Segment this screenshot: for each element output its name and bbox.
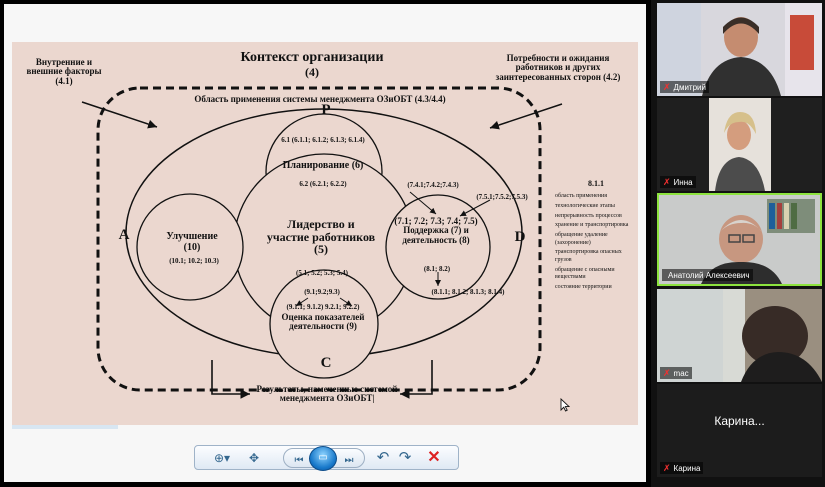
participant-tile[interactable]: Карина... ✗Карина xyxy=(657,384,822,477)
participant-video xyxy=(657,3,822,96)
evaluation-title: Оценка показателей деятельности (9) xyxy=(281,312,365,332)
letter-d: D xyxy=(514,229,526,245)
context-box xyxy=(96,86,542,392)
side-note-item: непрерывность процессов xyxy=(555,212,622,219)
support-reference-1: (7.4.1;7.4.2;7.4.3) xyxy=(407,181,459,189)
muted-mic-icon: ✗ xyxy=(663,177,671,187)
side-note-item: обращение удаление (захоронение) xyxy=(555,231,608,246)
improvement-reference: (10.1; 10.2; 10.3) xyxy=(169,257,219,265)
participant-name: ✗Карина xyxy=(660,462,704,474)
arrow-needs xyxy=(489,103,563,130)
participant-center-name: Карина... xyxy=(714,414,765,428)
arrow-internal xyxy=(81,101,158,129)
arrow-eval-left xyxy=(295,297,309,307)
muted-mic-icon: ✗ xyxy=(663,463,671,473)
muted-mic-icon: ✗ xyxy=(663,368,671,378)
support-reference-4: (8.1.1; 8.1.2; 8.1.3; 8.1.4) xyxy=(431,288,505,296)
participants-panel: ✗Дмитрий ✗Инна Анатолий Алексеевич xyxy=(651,0,825,487)
improvement-circle xyxy=(136,193,244,301)
next-button[interactable]: ⏭ xyxy=(344,455,354,466)
leadership-reference: (5.1; 5.2; 5.3; 5.4) xyxy=(296,269,348,277)
rotate-left-button[interactable]: ↶ xyxy=(376,449,390,466)
planning-subreference: 6.2 (6.2.1; 6.2.2) xyxy=(299,180,347,188)
context-number: (4) xyxy=(305,65,319,79)
slide-image: Контекст организации (4) Внутренние и вн… xyxy=(12,42,638,425)
letter-c: C xyxy=(320,355,332,371)
participant-name: ✗Инна xyxy=(660,176,696,188)
letter-a: A xyxy=(118,227,130,243)
rotate-right-button[interactable]: ↷ xyxy=(398,449,412,466)
participant-tile[interactable]: ✗Инна xyxy=(657,98,822,191)
participant-tile-active[interactable]: Анатолий Алексеевич xyxy=(657,193,822,286)
participant-tile[interactable]: ✗mac xyxy=(657,289,822,382)
side-note-item: область применения xyxy=(555,193,608,200)
slideshow-button[interactable]: ▭ xyxy=(309,446,337,471)
side-note-item: обращение с опасными веществами xyxy=(555,266,615,281)
side-note-item: хранение и транспортировка xyxy=(555,222,629,229)
fit-to-window-button[interactable]: ✥ xyxy=(248,451,260,465)
leadership-title: Лидерство и участие работников (5) xyxy=(266,217,376,257)
improvement-title: Улучшение (10) xyxy=(166,231,218,253)
evaluation-reference-2: (9.1.1; 9.1.2) 9.2.1; 9.2.2) xyxy=(286,303,360,311)
arrow-eval-right xyxy=(339,297,353,307)
evaluation-circle xyxy=(269,269,379,379)
context-title: Контекст организации xyxy=(240,50,384,65)
image-edge-strip xyxy=(12,425,118,429)
shared-screen: Контекст организации (4) Внутренние и вн… xyxy=(4,4,646,482)
muted-mic-icon: ✗ xyxy=(663,82,671,92)
needs-label: Потребности и ожидания работников и друг… xyxy=(495,53,621,82)
internal-factors-label: Внутренние и внешние факторы (4.1) xyxy=(26,57,102,86)
participant-video xyxy=(657,289,822,382)
support-reference-2: (7.5.1;7.5.2;7.5.3) xyxy=(476,193,528,201)
evaluation-reference-1: (9.1;9.2;9.3) xyxy=(304,288,340,296)
side-notes: 8.1.1 область применения технологические… xyxy=(555,179,637,294)
arrow-support-top xyxy=(409,191,437,215)
support-title: (7.1; 7.2; 7.3; 7.4; 7.5) Поддержка (7) … xyxy=(394,216,478,245)
planning-reference: 6.1 (6.1.1; 6.1.2; 6.1.3; 6.1.4) xyxy=(281,136,365,144)
support-reference-3: (8.1; 8.2) xyxy=(423,265,451,273)
side-note-item: транспортировка опасных грузов xyxy=(555,249,622,263)
letter-p: P xyxy=(321,102,331,118)
planning-title: Планирование (6) xyxy=(282,160,364,171)
results-label: Результаты, намеченные системой менеджме… xyxy=(256,384,398,404)
participant-video xyxy=(657,98,822,191)
arrow-results-right xyxy=(400,360,433,399)
side-notes-title: 8.1.1 xyxy=(588,179,604,188)
side-note-item: состояние территории xyxy=(555,283,612,290)
participant-tile[interactable]: ✗Дмитрий xyxy=(657,3,822,96)
scope-label: Область применения системы менеджмента О… xyxy=(194,94,446,104)
image-viewer-window: Контекст организации (4) Внутренние и вн… xyxy=(4,4,646,482)
zoom-button[interactable]: ⊕▾ xyxy=(213,451,231,465)
support-circle xyxy=(385,194,491,300)
pdca-diagram xyxy=(81,86,563,399)
side-note-item: технологические этапы xyxy=(555,202,615,209)
navigation-group: ⏮ ▭ ⏭ xyxy=(283,446,365,471)
viewer-toolbar: ⊕▾ ✥ ⏮ ▭ ⏭ ↶ ↷ ✕ xyxy=(194,445,459,471)
delete-button[interactable]: ✕ xyxy=(427,449,441,466)
arrow-support-right xyxy=(459,199,491,217)
previous-button[interactable]: ⏮ xyxy=(294,455,304,466)
participant-name: ✗mac xyxy=(660,367,692,379)
arrow-results-left xyxy=(211,360,250,399)
participant-name: Анатолий Алексеевич xyxy=(662,269,753,281)
participant-name: ✗Дмитрий xyxy=(660,81,709,93)
mouse-cursor-icon xyxy=(560,398,570,412)
